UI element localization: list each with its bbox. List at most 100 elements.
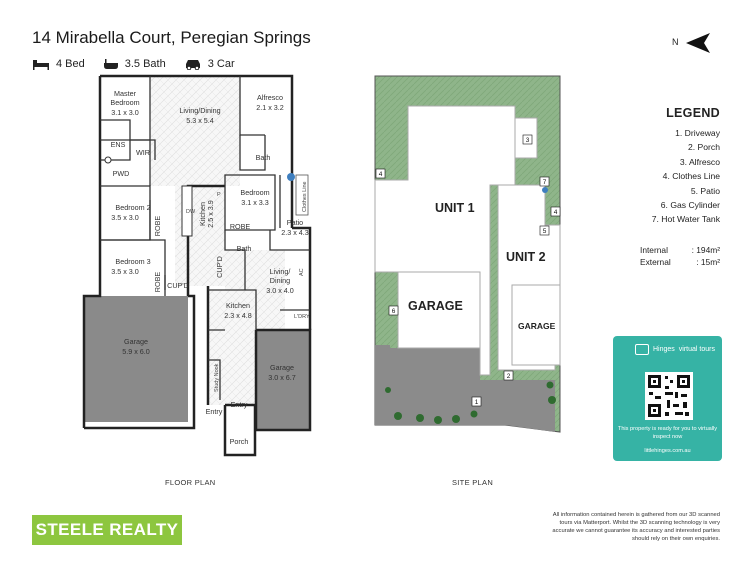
- disclaimer-text: All information contained herein is gath…: [552, 512, 720, 542]
- unit2-living-label: Living/: [270, 267, 291, 276]
- marker-3: 3: [526, 137, 530, 144]
- site-markers: 1 2 3 4 4 5 6 7: [375, 134, 561, 407]
- marker-4b: 4: [554, 209, 558, 216]
- living-area-floor: [150, 76, 240, 186]
- cars-spec: 3 Car: [184, 58, 235, 70]
- driveway: [375, 345, 555, 432]
- master-bedroom-size: 3.1 x 3.0: [111, 108, 139, 117]
- ensuite-label: ENS: [111, 140, 126, 149]
- garage2-size: 3.0 x 6.7: [268, 373, 296, 382]
- legend-item: 5. Patio: [690, 185, 720, 196]
- kitchen1-label: Kitchen: [198, 202, 207, 226]
- legend-title: LEGEND: [666, 106, 720, 120]
- virtual-tour-card[interactable]: Hinges virtual tours This property is re…: [613, 336, 722, 461]
- north-label: N: [672, 37, 679, 47]
- porch-label: Porch: [230, 437, 249, 446]
- beds-spec: 4 Bed: [32, 58, 85, 70]
- site-garage1-label: GARAGE: [408, 299, 463, 313]
- unit1-label: UNIT 1: [435, 201, 475, 215]
- baths-count: 3.5 Bath: [124, 58, 166, 70]
- bath2-label: Bath: [237, 244, 252, 253]
- bath-label: Bath: [256, 153, 271, 162]
- tour-url-link[interactable]: littlehinges.com.au: [644, 448, 691, 454]
- hinges-logo-icon: [635, 344, 649, 355]
- marker-6: 6: [392, 308, 396, 315]
- tour-brand-suffix: virtual tours: [678, 346, 715, 353]
- unit2-bedroom-size: 3.1 x 3.3: [241, 198, 269, 207]
- kitchen-island: [181, 185, 193, 237]
- unit2-kitchen-floor: [208, 290, 258, 405]
- baths-spec: 3.5 Bath: [103, 58, 166, 70]
- wir-label: WIR: [136, 148, 150, 157]
- unit2-living-size: 3.0 x 4.0: [266, 286, 294, 295]
- north-compass: N: [672, 30, 722, 56]
- alfresco-size: 2.1 x 3.2: [256, 103, 284, 112]
- unit2-kitchen-label: Kitchen: [226, 301, 250, 310]
- entry1-label: Entry: [206, 407, 223, 416]
- site-garage2-label: GARAGE: [518, 321, 556, 331]
- study-nook-label: Study Nook: [214, 363, 220, 392]
- property-specs: 4 Bed 3.5 Bath 3 Car: [32, 58, 235, 70]
- patio-label: Patio: [287, 218, 303, 227]
- marker-4a: 4: [379, 171, 383, 178]
- master-bedroom-label-2: Bedroom: [110, 98, 139, 107]
- site-plan-drawing: UNIT 1 UNIT 2 GARAGE GARAGE 1 2 3 4 4 5 …: [374, 75, 561, 433]
- legend-item: 4. Clothes Line: [662, 171, 720, 182]
- legend-item: 6. Gas Cylinder: [660, 200, 720, 211]
- property-address: 14 Mirabella Court, Peregian Springs: [32, 28, 311, 47]
- tour-brand-name: Hinges: [653, 346, 675, 353]
- bedroom3-label: Bedroom 3: [115, 257, 150, 266]
- bedroom3-size: 3.5 x 3.0: [111, 267, 139, 276]
- master-bedroom-label: Master: [114, 89, 137, 98]
- marker-2: 2: [507, 373, 511, 380]
- bath-icon: [103, 59, 118, 69]
- pantry-label: P: [217, 192, 221, 198]
- legend-item: 2. Porch: [687, 142, 720, 153]
- marker-1: 1: [475, 399, 479, 406]
- internal-value: : 194m²: [691, 245, 720, 255]
- robe2-label: ROBE: [153, 216, 162, 237]
- legend: LEGEND 1. Driveway 2. Porch 3. Alfresco …: [628, 106, 720, 227]
- cupboard2-label: CUP'D: [215, 256, 224, 278]
- beds-count: 4 Bed: [56, 58, 85, 70]
- north-arrow-icon: [686, 33, 710, 53]
- bedroom2-label: Bedroom 2: [115, 203, 150, 212]
- tour-ready-text: This property is ready for you to virtua…: [617, 426, 718, 440]
- laundry-label: L'DRY: [294, 314, 310, 320]
- floor-plan-drawing: Master Bedroom 3.1 x 3.0 Living/Dining 5…: [82, 74, 312, 457]
- unit2-bedroom-label: Bedroom: [240, 188, 269, 197]
- external-label: External: [640, 257, 671, 267]
- living-dining-size: 5.3 x 5.4: [186, 116, 214, 125]
- clothes-line-shape: [295, 174, 309, 216]
- area-summary: Internal: 194m² External: 15m²: [640, 244, 720, 268]
- cupboard-label: CUP'D: [167, 281, 189, 290]
- kitchen1-size: 2.5 x 3.9: [206, 200, 215, 228]
- legend-item: 3. Alfresco: [679, 156, 720, 167]
- garage1-floor: [84, 296, 188, 422]
- steele-realty-logo: STEELE REALTY: [32, 515, 182, 545]
- qr-code-icon[interactable]: [645, 372, 693, 420]
- patio-size: 2.3 x 4.3: [281, 228, 309, 237]
- robe-unit2-label: ROBE: [230, 222, 251, 231]
- garage2-label: Garage: [270, 363, 294, 372]
- floor-plan-caption: FLOOR PLAN: [165, 478, 216, 487]
- clothes-line-label: Clothes Line: [302, 181, 308, 212]
- unit2-kitchen-size: 2.3 x 4.8: [224, 311, 252, 320]
- unit2-dining-label: Dining: [270, 276, 290, 285]
- bedroom2-size: 3.5 x 3.0: [111, 213, 139, 222]
- toilet-icon: [104, 156, 112, 164]
- powder-room-label: PWD: [113, 169, 130, 178]
- cars-count: 3 Car: [207, 58, 235, 70]
- garage1-size: 5.9 x 6.0: [122, 347, 150, 356]
- water-tank-icon: [287, 173, 295, 181]
- unit2-label: UNIT 2: [506, 250, 546, 264]
- garage2-outline: [511, 284, 561, 366]
- robe3-label: ROBE: [153, 272, 162, 293]
- ac-label: AC: [299, 268, 305, 276]
- marker-5: 5: [543, 228, 547, 235]
- garage2-floor: [256, 330, 309, 430]
- garage1-label: Garage: [124, 337, 148, 346]
- internal-label: Internal: [640, 245, 668, 255]
- living-dining-label: Living/Dining: [179, 106, 220, 115]
